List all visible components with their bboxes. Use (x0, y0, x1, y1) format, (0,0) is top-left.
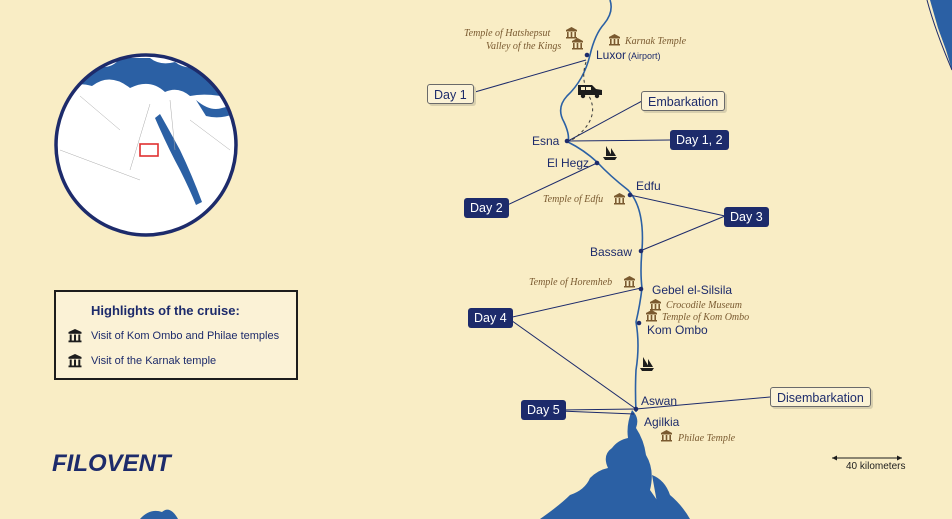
edfu-label: Edfu (636, 179, 661, 193)
el-hegz-dot (594, 160, 600, 166)
crocodile-museum-label: Crocodile Museum (666, 300, 742, 311)
lake-nasser (540, 410, 672, 519)
legend-item-label: Visit of the Karnak temple (91, 355, 217, 367)
airport-label: (Airport) (628, 51, 661, 61)
kom-ombo-dot (636, 320, 642, 326)
legend-item: Visit of the Karnak temple (68, 354, 216, 368)
edfu-temple-label: Temple of Edfu (543, 194, 603, 205)
temple-icon (650, 299, 661, 311)
bassaw-dot (638, 248, 644, 254)
day1-2-box: Day 1, 2 (670, 130, 729, 150)
aswan-label: Aswan (641, 394, 677, 408)
aswan-dot (633, 406, 639, 412)
temple-icon (68, 354, 82, 368)
agilkia-label: Agilkia (644, 415, 680, 429)
red-sea-water (930, 0, 952, 70)
horemheb-label: Temple of Horemheb (529, 277, 612, 288)
karnak-label: Karnak Temple (624, 36, 687, 47)
day3-box: Day 3 (724, 207, 769, 227)
scale-label: 40 kilometers (846, 461, 906, 472)
day1-box: Day 1 (427, 84, 474, 104)
el-hegz-label: El Hegz (547, 156, 589, 170)
valley-kings-label: Valley of the Kings (486, 41, 561, 52)
temple-icon (566, 27, 577, 39)
legend-title: Highlights of the cruise: (91, 303, 240, 318)
van-icon (578, 85, 602, 99)
felucca-icon (640, 357, 654, 371)
temple-icon (646, 310, 657, 322)
luxor-dot (584, 52, 590, 58)
temple-icon (624, 276, 635, 288)
embarkation-box: Embarkation (641, 91, 726, 111)
temple-icon (661, 430, 672, 442)
inset-highlight-box (139, 143, 159, 157)
temple-icon (614, 193, 625, 205)
day4-box: Day 4 (468, 308, 513, 328)
disembarkation-box: Disembarkation (770, 387, 871, 407)
legend-item: Visit of Kom Ombo and Philae temples (68, 329, 279, 343)
hatshepsut-label: Temple of Hatshepsut (464, 28, 551, 39)
gebel-el-silsila-label: Gebel el-Silsila (652, 283, 732, 297)
esna-label: Esna (532, 134, 560, 148)
day2-box: Day 2 (464, 198, 509, 218)
esna-dot (564, 138, 570, 144)
kom-ombo-label: Kom Ombo (647, 323, 708, 337)
temple-icon (68, 329, 82, 343)
luxor-label: Luxor (596, 48, 626, 62)
inset-map (54, 53, 238, 237)
kom-ombo-temple-label: Temple of Kom Ombo (662, 312, 749, 323)
day5-box: Day 5 (521, 400, 566, 420)
filovent-logo: FILOVENT (52, 450, 171, 477)
philae-label: Philae Temple (677, 433, 736, 444)
transfer-route (571, 61, 594, 141)
scale-bar (832, 455, 902, 461)
bassaw-label: Bassaw (590, 245, 632, 259)
gebel-el-silsila-dot (638, 286, 644, 292)
temple-icon (609, 34, 620, 46)
edfu-dot (627, 192, 633, 198)
felucca-icon (603, 146, 617, 160)
legend-item-label: Visit of Kom Ombo and Philae temples (91, 330, 280, 342)
temple-icon (572, 38, 583, 50)
highlights-legend: Highlights of the cruise: Visit of Kom O… (54, 290, 298, 380)
